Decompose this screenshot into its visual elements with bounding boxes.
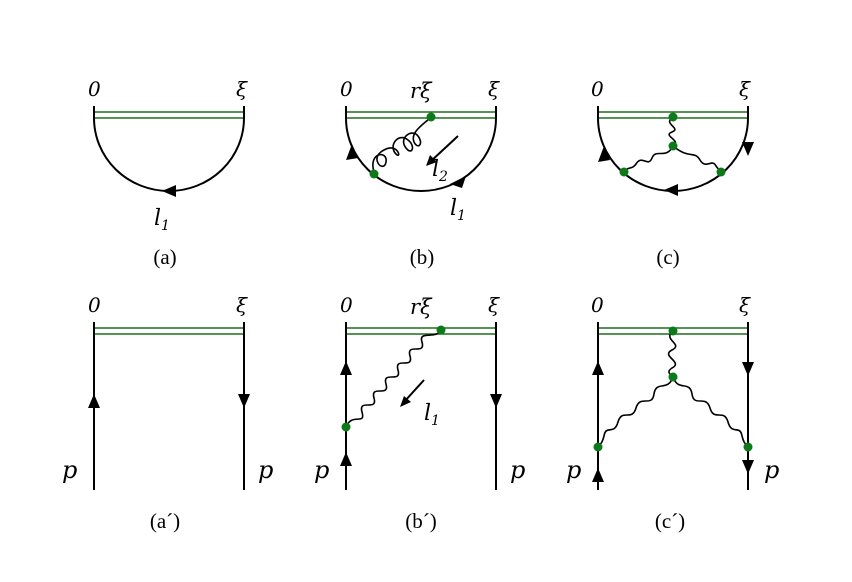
momentum-arrow-line [403, 379, 425, 403]
momentum-arrow-line [429, 135, 459, 163]
diagram-a-prime: 0 ξ p p (a´) [62, 293, 273, 533]
vertex-dot [369, 169, 379, 179]
caption-b-prime: (b´) [405, 509, 436, 533]
label-xi: ξ [236, 293, 248, 317]
gluon-line-vertical [667, 330, 677, 378]
label-xi: ξ [739, 77, 751, 101]
gluon-line-right [672, 376, 749, 448]
arrow-up-icon [340, 361, 352, 375]
label-vertex-rxi: rξ [410, 79, 433, 103]
momentum-label-p: p [62, 456, 77, 484]
arrow-up-icon [598, 146, 610, 162]
gluon-line-left [623, 145, 674, 173]
gluon-line-left [597, 376, 674, 448]
momentum-arrow-icon [426, 155, 437, 166]
momentum-label-l2: l2 [432, 157, 448, 185]
gluon-line [345, 329, 442, 428]
momentum-label-l1: l1 [424, 401, 440, 429]
diagram-b-prime: 0 ξ rξ l1 p p (b´) [314, 293, 525, 533]
arrow-down-icon [742, 142, 754, 156]
gluon-line [372, 117, 431, 173]
momentum-arrow-icon [400, 396, 411, 407]
vertex-dot [716, 167, 726, 177]
momentum-label-l1: l1 [450, 196, 466, 224]
label-origin: 0 [340, 293, 353, 317]
arrow-up-icon [88, 394, 100, 408]
label-origin: 0 [591, 77, 604, 101]
label-origin: 0 [340, 77, 353, 101]
caption-a: (a) [153, 245, 176, 269]
momentum-label-p: p [510, 456, 525, 484]
momentum-label-p: p [566, 456, 581, 484]
arrow-down-icon [742, 362, 754, 376]
momentum-label-p: p [764, 456, 779, 484]
arrow-up-icon [592, 468, 604, 482]
diagram-c-prime: 0 ξ p p (c´) [566, 293, 779, 533]
diagram-a: 0 ξ l1 (a) [88, 77, 248, 269]
vertex-dot [743, 442, 753, 452]
vertex-dot [668, 372, 678, 382]
arrow-down-icon [450, 176, 466, 188]
label-vertex-rxi: rξ [410, 295, 433, 319]
caption-a-prime: (a´) [150, 509, 180, 533]
vertex-dot [619, 167, 629, 177]
vertex-dot [593, 442, 603, 452]
label-xi: ξ [236, 77, 248, 101]
gluon-line-right [672, 145, 723, 173]
label-origin: 0 [88, 293, 101, 317]
arrow-left-icon [664, 184, 678, 196]
vertex-dot [436, 325, 446, 335]
gluon-line-vertical [668, 116, 677, 147]
arrow-up-icon [340, 452, 352, 466]
arrow-down-icon [238, 394, 250, 408]
arrow-down-icon [490, 394, 502, 408]
arrow-up-icon [346, 144, 358, 160]
label-xi: ξ [739, 293, 751, 317]
label-origin: 0 [591, 293, 604, 317]
caption-c: (c) [656, 245, 679, 269]
vertex-dot [668, 326, 678, 336]
momentum-label-p: p [258, 456, 273, 484]
diagram-c: 0 ξ (c) [591, 77, 754, 269]
arrow-left-icon [162, 185, 176, 197]
momentum-label-p: p [314, 456, 329, 484]
vertex-dot [668, 141, 678, 151]
label-origin: 0 [88, 77, 101, 101]
caption-b: (b) [410, 245, 435, 269]
vertex-dot [341, 422, 351, 432]
diagram-b: 0 ξ rξ l2 l1 (b) [340, 77, 500, 269]
vertex-dot [668, 112, 678, 122]
arrow-down-icon [742, 460, 754, 474]
caption-c-prime: (c´) [655, 509, 685, 533]
momentum-label-l1: l1 [154, 206, 170, 234]
vertex-dot [426, 112, 436, 122]
label-xi: ξ [488, 77, 500, 101]
arrow-up-icon [592, 361, 604, 375]
label-xi: ξ [488, 293, 500, 317]
